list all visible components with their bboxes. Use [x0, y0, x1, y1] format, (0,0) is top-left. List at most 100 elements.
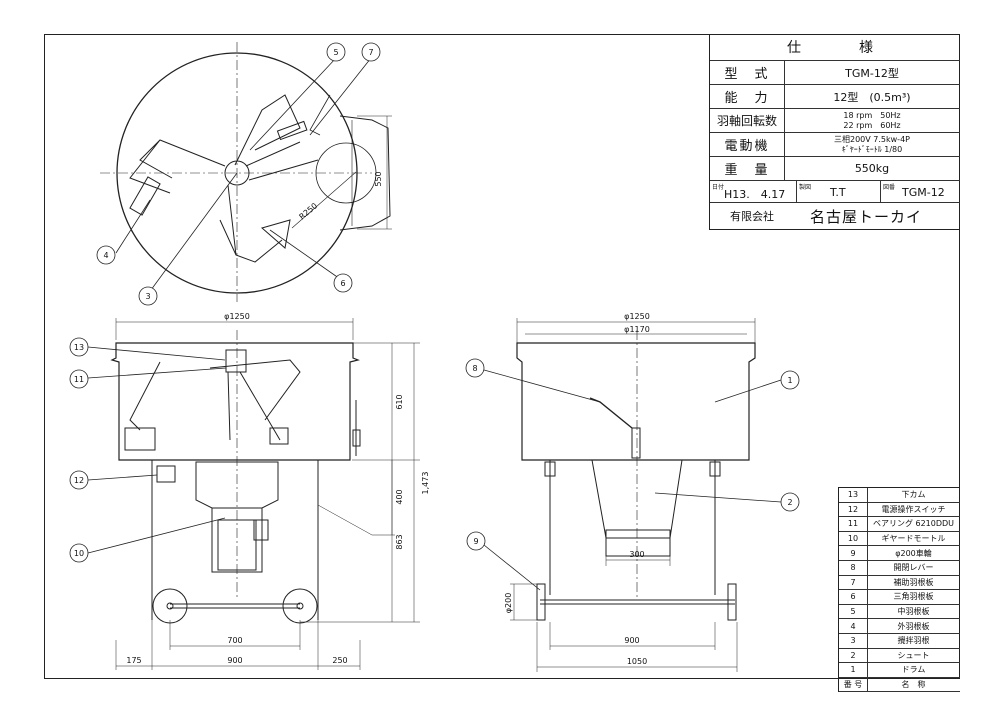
callout-front-12: 12: [74, 476, 84, 485]
dim-side-total: 1050: [627, 657, 647, 666]
spec-value-line: ｷﾞﾔｰﾄﾞﾓｰﾄﾙ 1/80: [841, 144, 903, 154]
callout-side-1: 1: [787, 376, 792, 385]
part-no: 8: [839, 560, 868, 575]
dim-front-lower: 400: [395, 489, 404, 504]
parts-row: 5 中羽根板: [839, 604, 960, 620]
dim-front-wheelbase: 700: [227, 636, 242, 645]
side-callouts: [465, 358, 800, 591]
meta-divider: [796, 181, 797, 202]
dim-side-wheel: φ200: [504, 593, 513, 614]
company-name: 名古屋トーカイ: [810, 207, 923, 226]
parts-row: 3 攪拌羽根: [839, 633, 960, 649]
spec-label: 型 式: [710, 61, 785, 84]
callout-side-2: 2: [787, 498, 792, 507]
parts-header-name: 名 称: [901, 680, 926, 690]
spec-row-capacity: 能 力 12型 (0.5m³): [710, 85, 960, 109]
spec-value: 550kg: [854, 162, 890, 175]
spec-label: 重 量: [710, 157, 785, 180]
spec-label: 能 力: [710, 85, 785, 108]
parts-row: 8 開閉レバー: [839, 560, 960, 576]
part-no: 5: [839, 604, 868, 619]
part-name: 開閉レバー: [893, 563, 934, 573]
parts-row: 9 φ200車輪: [839, 546, 960, 561]
spec-row-weight: 重 量 550kg: [710, 157, 960, 181]
dim-side-chute: 300: [629, 550, 644, 559]
callout-front-11: 11: [74, 375, 84, 384]
drawing-no-label: 図番: [883, 184, 896, 191]
part-name: シュート: [897, 650, 930, 660]
side-view: [510, 318, 756, 672]
date-label: 日付: [712, 184, 725, 191]
part-name: 下カム: [901, 490, 926, 500]
callout-front-10: 10: [74, 549, 84, 558]
drafter-label: 製図: [799, 184, 812, 191]
callout-top-7: 7: [368, 48, 373, 57]
part-no: 13: [839, 488, 868, 502]
spec-table: 仕 様 型 式 TGM-12型 能 力 12型 (0.5m³) 羽軸回転数 18…: [709, 34, 960, 230]
part-no: 2: [839, 648, 868, 663]
dim-front-diameter: φ1250: [224, 312, 250, 321]
parts-row: 12 電源操作スイッチ: [839, 502, 960, 518]
spec-row-company: 有限会社 名古屋トーカイ: [710, 203, 960, 229]
part-no: 4: [839, 619, 868, 633]
parts-row: 13 下カム: [839, 488, 960, 503]
part-no: 9: [839, 546, 868, 560]
dim-side-inner: φ1170: [624, 325, 650, 334]
spec-value: 三相200V 7.5kw-4P ｷﾞﾔｰﾄﾞﾓｰﾄﾙ 1/80: [784, 133, 960, 156]
company-type: 有限会社: [730, 210, 774, 223]
spec-value-line: 18 rpm 50Hz: [843, 110, 901, 120]
part-name: 三角羽根板: [893, 592, 934, 602]
part-name: ギヤードモートル: [881, 534, 946, 544]
part-name: 補助羽根板: [893, 577, 934, 587]
part-no: 12: [839, 502, 868, 517]
spec-value: TGM-12型: [845, 66, 899, 80]
parts-row: 10 ギヤードモートル: [839, 531, 960, 547]
spec-title: 仕 様: [787, 40, 883, 56]
parts-row: 2 シュート: [839, 648, 960, 664]
part-no: 11: [839, 517, 868, 531]
drawing-no-value: TGM-12: [902, 186, 945, 199]
front-view: [110, 318, 420, 670]
dim-side-diameter: φ1250: [624, 312, 650, 321]
dim-front-frame: 863: [395, 534, 404, 549]
callout-side-8: 8: [472, 364, 477, 373]
spec-value-line: 22 rpm 60Hz: [843, 120, 901, 130]
callout-top-6: 6: [340, 279, 345, 288]
dim-top-height: 550: [374, 171, 383, 186]
callout-top-4: 4: [103, 251, 108, 260]
part-no: 3: [839, 633, 868, 648]
spec-label: 電動機: [710, 133, 785, 156]
part-name: φ200車輪: [895, 548, 932, 558]
meta-divider: [880, 181, 881, 202]
parts-header-no: 番 号: [839, 677, 868, 692]
parts-header-row: 番 号名 称: [839, 677, 960, 693]
dim-top-radius: R250: [298, 201, 320, 221]
date-value: H13. 4.17: [724, 188, 786, 201]
part-name: 中羽根板: [897, 607, 930, 617]
spec-row-meta: 日付 H13. 4.17 製図 T.T 図番 TGM-12: [710, 181, 960, 203]
part-no: 1: [839, 663, 868, 677]
dim-front-total: 1,473: [421, 472, 430, 495]
part-no: 10: [839, 531, 868, 546]
callout-front-13: 13: [74, 343, 84, 352]
spec-label: 羽軸回転数: [710, 109, 785, 132]
drafter-value: T.T: [830, 186, 846, 199]
spec-row-motor: 電動機 三相200V 7.5kw-4P ｷﾞﾔｰﾄﾞﾓｰﾄﾙ 1/80: [710, 133, 960, 157]
parts-row: 7 補助羽根板: [839, 575, 960, 591]
part-name: 電源操作スイッチ: [881, 504, 946, 514]
part-no: 7: [839, 575, 868, 590]
top-view: [100, 42, 392, 302]
top-callouts: [96, 42, 381, 306]
spec-value: 12型 (0.5m³): [833, 90, 911, 104]
spec-title-row: 仕 様: [710, 34, 960, 61]
part-name: 外羽根板: [897, 621, 930, 631]
drawing-frame: [44, 34, 960, 679]
part-name: 攪拌羽根: [897, 636, 930, 646]
front-callouts: [69, 337, 227, 563]
spec-value-line: 三相200V 7.5kw-4P: [834, 134, 910, 144]
